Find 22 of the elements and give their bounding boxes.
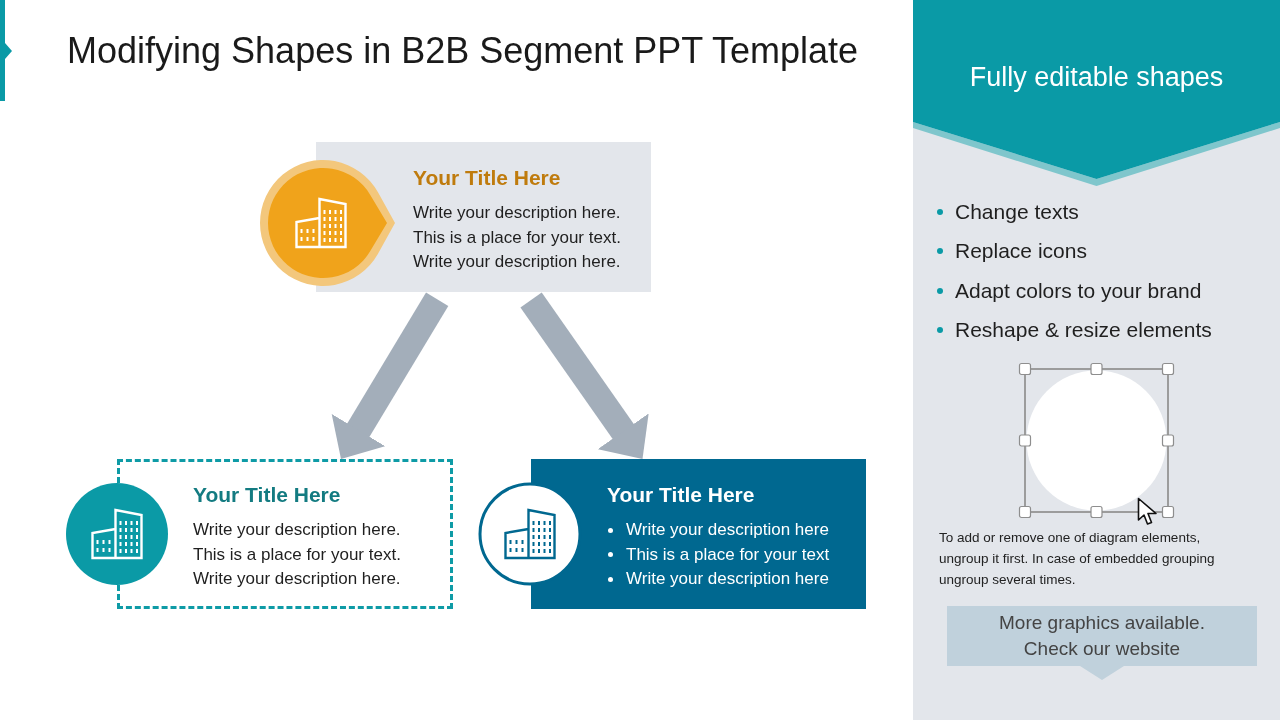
side-panel — [913, 0, 1280, 720]
card-description: Write your description here. This is a place for your text. Write your description here. — [193, 519, 402, 590]
card-description: Write your description here. This is a place for your text. Write your description here. — [413, 202, 622, 273]
note-text: To add or remove one of diagram elements, ungroup it first. In case of embedded grouping ungroup several times. — [939, 529, 1216, 589]
slide-title: Modifying Shapes in B2B Segment PPT Template — [67, 29, 859, 73]
banner-title: Fully editable shapes — [969, 61, 1224, 94]
callout-box — [947, 606, 1257, 680]
card-title: Your Title Here — [413, 165, 561, 191]
bullet-text: Adapt colors to your brand — [955, 277, 1202, 304]
content-card — [531, 459, 866, 609]
bullet-text: Reshape & resize elements — [955, 316, 1212, 343]
bullet-text: Change texts — [955, 199, 1079, 225]
bullet-text: This is a place for your text — [626, 543, 830, 566]
bullet-text: Replace icons — [955, 238, 1087, 265]
bullet-text: Write your description here — [626, 519, 829, 541]
arrow — [331, 292, 449, 459]
card-title: Your Title Here — [607, 482, 755, 508]
callout-text: More graphics available. Check our website — [998, 611, 1206, 661]
arrow — [520, 292, 649, 459]
chevron-banner — [913, 0, 1280, 186]
bullet-text: Write your description here — [626, 568, 829, 590]
card-title: Your Title Here — [193, 482, 341, 508]
